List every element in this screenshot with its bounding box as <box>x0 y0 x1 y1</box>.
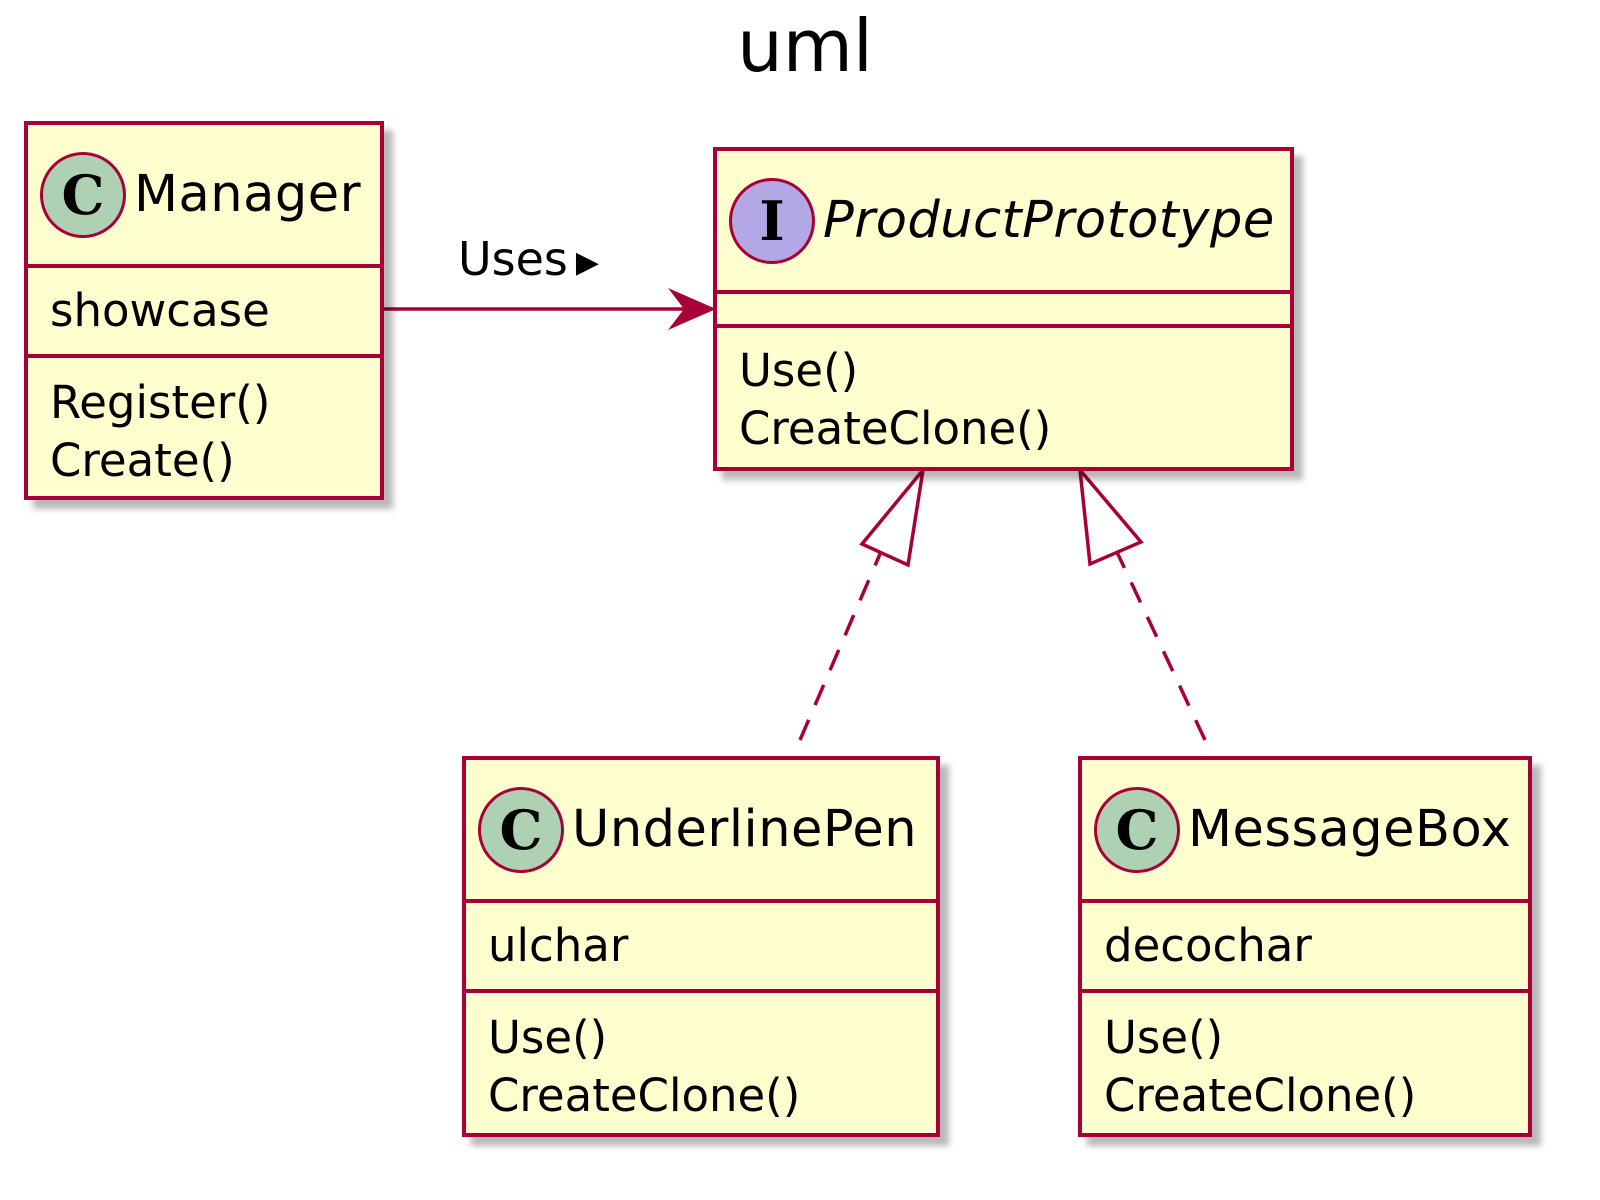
diagram-title: uml <box>737 4 873 88</box>
class-methods: Use() CreateClone() <box>1082 993 1528 1125</box>
uses-label-text: Uses <box>458 232 568 286</box>
class-manager[interactable]: C Manager showcase Register() Create() <box>24 121 384 500</box>
class-underlinepen-header: C UnderlinePen <box>466 760 936 903</box>
interface-methods: Use() CreateClone() <box>717 328 1290 458</box>
attribute: decochar <box>1104 919 1312 972</box>
uses-direction-marker: ▶ <box>575 245 599 280</box>
class-underlinepen[interactable]: C UnderlinePen ulchar Use() CreateClone(… <box>462 756 940 1137</box>
interface-productprototype[interactable]: I ProductPrototype Use() CreateClone() <box>713 147 1294 471</box>
class-badge-icon: C <box>1094 786 1180 873</box>
method: CreateClone() <box>739 402 1052 455</box>
method: CreateClone() <box>488 1069 801 1122</box>
method: Use() <box>1104 1011 1224 1064</box>
interface-attributes <box>717 294 1290 328</box>
interface-badge-icon: I <box>729 177 815 264</box>
underlinepen-realization-line <box>798 553 882 741</box>
class-manager-header: C Manager <box>28 125 380 268</box>
attribute: ulchar <box>488 919 629 972</box>
class-messagebox-header: C MessageBox <box>1082 760 1528 903</box>
method: Create() <box>50 434 235 487</box>
interface-name: ProductPrototype <box>823 191 1275 250</box>
method: Use() <box>739 344 859 397</box>
class-methods: Use() CreateClone() <box>466 993 936 1125</box>
method: Register() <box>50 376 271 429</box>
uses-label: Uses▶ <box>458 232 599 286</box>
uses-arrowhead <box>668 288 716 330</box>
class-name: MessageBox <box>1188 800 1512 859</box>
attribute: showcase <box>50 284 270 337</box>
class-attributes: ulchar <box>466 903 936 993</box>
messagebox-realization-line <box>1114 549 1207 741</box>
class-attributes: decochar <box>1082 903 1528 993</box>
class-name: Manager <box>134 165 362 224</box>
method: CreateClone() <box>1104 1069 1417 1122</box>
interface-productprototype-header: I ProductPrototype <box>717 151 1290 294</box>
method: Use() <box>488 1011 608 1064</box>
class-name: UnderlinePen <box>572 800 918 859</box>
class-methods: Register() Create() <box>28 358 380 490</box>
underlinepen-realization-arrowhead <box>859 463 926 568</box>
messagebox-realization-arrowhead <box>1077 464 1144 567</box>
class-badge-icon: C <box>40 151 126 238</box>
class-attributes: showcase <box>28 268 380 358</box>
class-badge-icon: C <box>478 786 564 873</box>
class-messagebox[interactable]: C MessageBox decochar Use() CreateClone(… <box>1078 756 1532 1137</box>
